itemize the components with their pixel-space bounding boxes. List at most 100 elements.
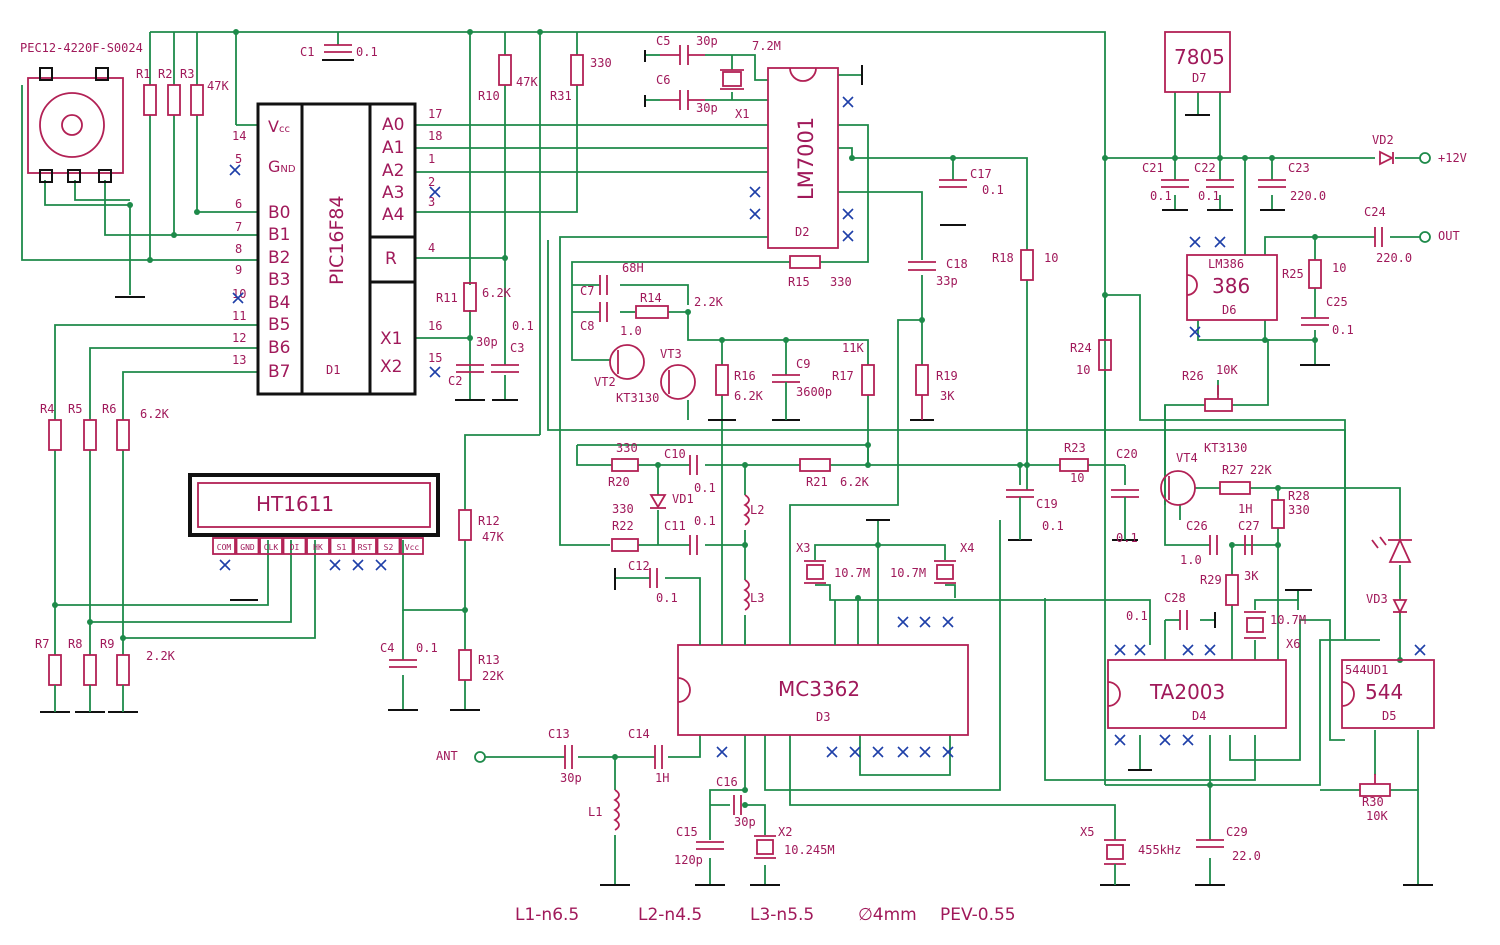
c7-label: C7	[580, 284, 594, 298]
nc-mark	[849, 746, 861, 758]
c18-label: C18	[946, 257, 968, 271]
nc-mark	[919, 746, 931, 758]
c29-value: 22.0	[1232, 849, 1261, 863]
c4-value: 0.1	[416, 641, 438, 655]
r789-value: 2.2K	[146, 649, 176, 663]
r22-label: R22	[612, 519, 634, 533]
pin-gnd: GND	[268, 157, 296, 176]
c16-value: 30p	[734, 815, 756, 829]
r10-label: R10	[478, 89, 500, 103]
lcd-pin-label: GND	[240, 543, 255, 552]
chip-d6-name: 386	[1212, 274, 1250, 298]
pin-b3: B3	[268, 270, 290, 290]
vd1-label: VD1	[672, 492, 694, 506]
lcd-pin-box	[235, 537, 260, 555]
junction-dots	[52, 29, 1403, 808]
r2-label: R2	[158, 67, 172, 81]
resistors-r10-r31: R10 47K R31 330	[478, 54, 612, 103]
chip-d1-ref: D1	[326, 363, 340, 377]
nc-mark	[1182, 734, 1194, 746]
r6-label: R6	[102, 402, 116, 416]
lcd-pin-box	[353, 537, 377, 555]
ta2003-section: TA2003 D4 VT4 KT3130 R27 22K R28 330 1H …	[1107, 441, 1310, 729]
nc-mark	[232, 292, 244, 304]
r27-value: 22K	[1250, 463, 1272, 477]
r14-value: 2.2K	[694, 295, 724, 309]
chip-d3-name: MC3362	[778, 677, 860, 701]
c3-label: C3	[510, 341, 524, 355]
c5-c6-x1: C5 30p C6 30p X1 7.2M	[656, 34, 781, 121]
nc-marks	[219, 96, 1426, 758]
pin-a0: A0	[382, 115, 404, 135]
pin-b6: B6	[268, 338, 290, 358]
pin-num: 10	[232, 287, 246, 301]
chip-d2-ref: D2	[795, 225, 809, 239]
lcd-pin-box	[212, 537, 236, 555]
nc-mark	[1182, 644, 1194, 656]
c2-value: 30p	[476, 335, 498, 349]
nc-mark	[1214, 236, 1226, 248]
d5-section: 544 544UD1 D5 R30 10K VD3	[1341, 536, 1435, 823]
r31-label: R31	[550, 89, 572, 103]
nc-mark	[842, 208, 854, 220]
pin-b5: B5	[268, 315, 290, 335]
chip-d6-top: LM386	[1208, 257, 1244, 271]
x2-label: X2	[778, 825, 792, 839]
l2-label: L2	[750, 503, 764, 517]
x4-value: 10.7M	[890, 566, 926, 580]
ant-label: ANT	[436, 749, 458, 763]
c16-label: C16	[716, 775, 738, 789]
out-label: OUT	[1438, 229, 1460, 243]
r4-label: R4	[40, 402, 54, 416]
lcd-pin-box	[400, 537, 424, 555]
r1-label: R1	[136, 67, 150, 81]
vt3-label: VT3	[660, 347, 682, 361]
nc-mark	[429, 186, 441, 198]
nc-mark	[219, 559, 231, 571]
power-section: 7805 D7 386 LM386 D6 C21 0.1 C22 0.1 C23…	[1070, 31, 1467, 412]
antenna-section: ANT C13 30p C14 1H L1 C16 30p C15 120p X…	[436, 727, 835, 867]
c26-label: C26	[1186, 519, 1208, 533]
r11-value: 6.2K	[482, 286, 512, 300]
left-resistors: R4 R5 R6 6.2K R7 R8 R9 2.2K R12 47K R13 …	[35, 402, 504, 712]
x3-label: X3	[796, 541, 810, 555]
footer-diameter: ∅4mm	[858, 905, 917, 925]
c25-value: 0.1	[1332, 323, 1354, 337]
lcd-pin-label: S2	[384, 543, 394, 552]
c1-value: 0.1	[356, 45, 378, 59]
c22-value: 0.1	[1198, 189, 1220, 203]
kt2-label: KT3130	[1204, 441, 1247, 455]
r27-label: R27	[1222, 463, 1244, 477]
pin-num: 14	[232, 129, 246, 143]
nc-mark	[329, 559, 341, 571]
c27-label: C27	[1238, 519, 1260, 533]
r17-label: R17	[832, 369, 854, 383]
chip-d3: MC3362 D3	[677, 600, 969, 736]
nc-mark	[375, 559, 387, 571]
r30-label: R30	[1362, 795, 1384, 809]
nc-mark	[429, 366, 441, 378]
r456-value: 6.2K	[140, 407, 170, 421]
chip-d5-top: 544UD1	[1345, 663, 1388, 677]
pin-a2: A2	[382, 161, 404, 181]
r12-value: 47K	[482, 530, 504, 544]
c6-value: 30p	[696, 101, 718, 115]
c25-label: C25	[1326, 295, 1348, 309]
nc-mark	[1114, 734, 1126, 746]
chip-d2-name: LM7001	[794, 117, 818, 200]
pin-num: 6	[235, 197, 242, 211]
lcd-pin-label: RST	[358, 543, 373, 552]
pin-num: 13	[232, 353, 246, 367]
r31-value: 330	[590, 56, 612, 70]
r13-value: 22K	[482, 669, 504, 683]
pin-num: 15	[428, 351, 442, 365]
r26-label: R26	[1182, 369, 1204, 383]
lcd-name: HT1611	[256, 492, 334, 516]
c12-value: 0.1	[656, 591, 678, 605]
chip-d4-ref: D4	[1192, 709, 1206, 723]
r7-label: R7	[35, 637, 49, 651]
nc-mark	[749, 208, 761, 220]
r23-value: 10	[1070, 471, 1084, 485]
resistors-r1-r3: R1 R2 R3 47K	[136, 67, 229, 116]
nc-mark	[352, 559, 364, 571]
